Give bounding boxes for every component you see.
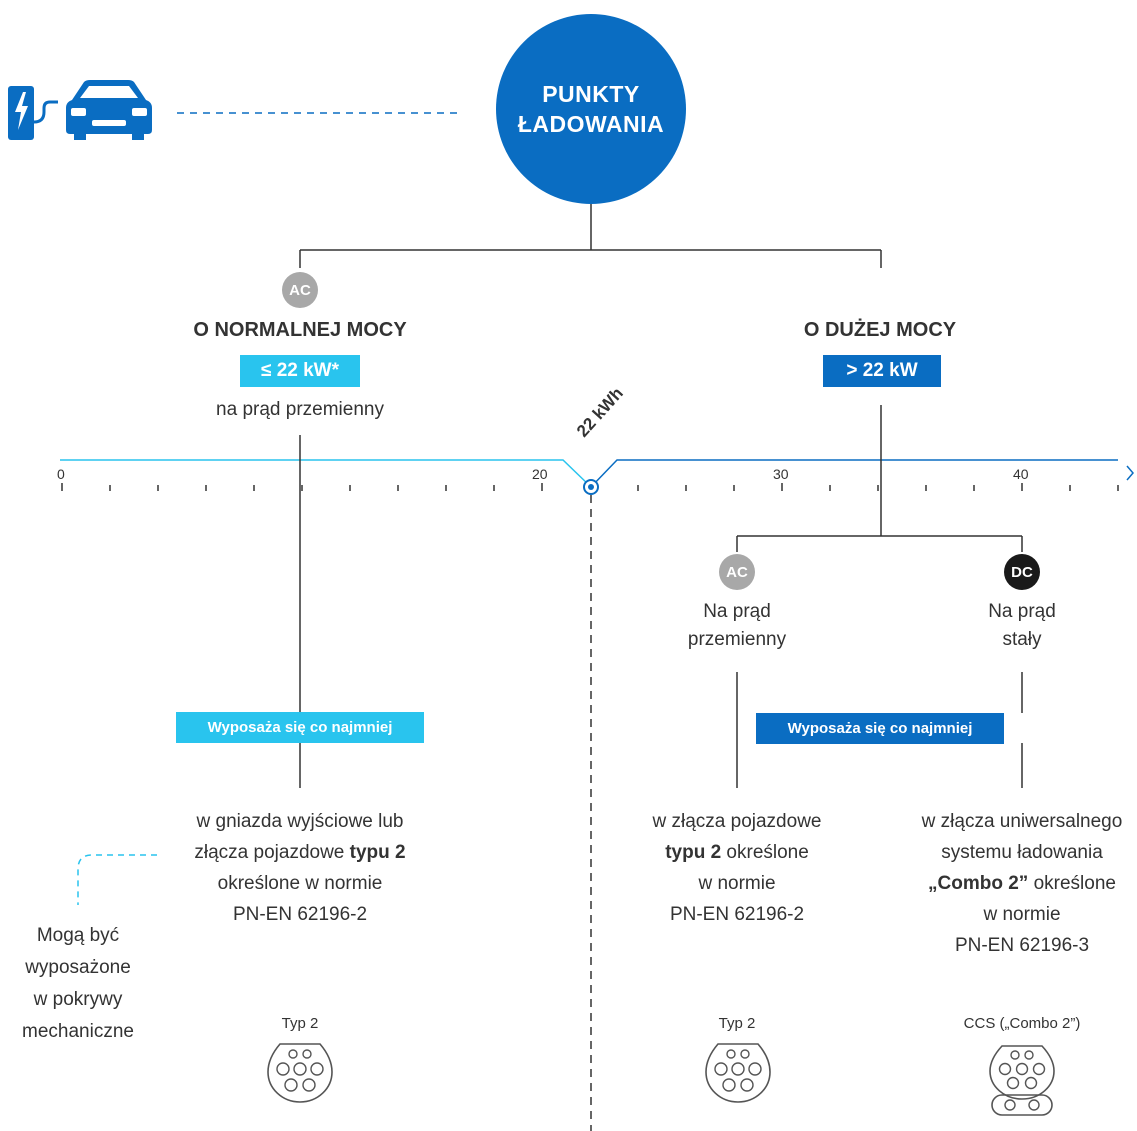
left-description: w gniazda wyjściowe lub złącza pojazdowe… bbox=[150, 806, 450, 930]
ev-charging-car-icon bbox=[8, 80, 152, 140]
left-desc-line2: złącza pojazdowe typu 2 bbox=[194, 842, 406, 863]
tick-label-0: 0 bbox=[57, 466, 65, 482]
ac-badge-right: AC bbox=[719, 554, 755, 590]
right-heading: O DUŻEJ MOCY bbox=[803, 319, 957, 341]
left-desc-line1: w gniazda wyjściowe lub bbox=[196, 811, 404, 832]
type2-connector-icon bbox=[705, 1043, 771, 1103]
left-heading: O NORMALNEJ MOCY bbox=[193, 319, 407, 341]
left-subtitle: na prąd przemienny bbox=[216, 399, 384, 420]
dc-badge: DC bbox=[1004, 554, 1040, 590]
side-note-connector bbox=[77, 854, 157, 905]
left-desc-line4: PN-EN 62196-2 bbox=[232, 904, 368, 925]
left-equip-label: Wyposaża się co najmniej bbox=[176, 712, 424, 743]
root-node: PUNKTY ŁADOWANIA bbox=[496, 14, 686, 204]
type2-connector-icon bbox=[267, 1043, 333, 1103]
axis-low-power bbox=[60, 459, 592, 488]
tick-label-40: 40 bbox=[1013, 466, 1029, 482]
right-equip-label: Wyposaża się co najmniej bbox=[756, 713, 1004, 744]
ccs-combo2-connector-icon bbox=[989, 1045, 1055, 1116]
tick-label-30: 30 bbox=[773, 466, 789, 482]
right-dc-title: Na prąd stały bbox=[988, 601, 1056, 650]
right-ac-connector-label: Typ 2 bbox=[718, 1015, 756, 1032]
left-power-badge: ≤ 22 kW* bbox=[240, 355, 360, 387]
tick-label-20: 20 bbox=[532, 466, 548, 482]
right-ac-title: Na prąd przemienny bbox=[687, 601, 787, 650]
right-ac-description: w złącza pojazdowe typu 2 określone w no… bbox=[652, 811, 822, 925]
root-title-line2: ŁADOWANIA bbox=[517, 111, 665, 137]
right-power-badge: > 22 kW bbox=[823, 355, 941, 387]
left-connector-label: Typ 2 bbox=[281, 1015, 319, 1032]
left-desc-line3: określone w normie bbox=[217, 873, 383, 894]
right-dc-description: w złącza uniwersalnego systemu ładowania… bbox=[921, 811, 1123, 956]
axis-high-power bbox=[590, 459, 1118, 488]
right-dc-connector-label: CCS („Combo 2”) bbox=[963, 1015, 1081, 1032]
side-note: Mogą być wyposażone w pokrywy mechaniczn… bbox=[22, 925, 134, 1042]
ac-badge-left: AC bbox=[282, 272, 318, 308]
root-title-line1: PUNKTY bbox=[542, 81, 640, 107]
axis-arrow-icon bbox=[1126, 465, 1134, 481]
